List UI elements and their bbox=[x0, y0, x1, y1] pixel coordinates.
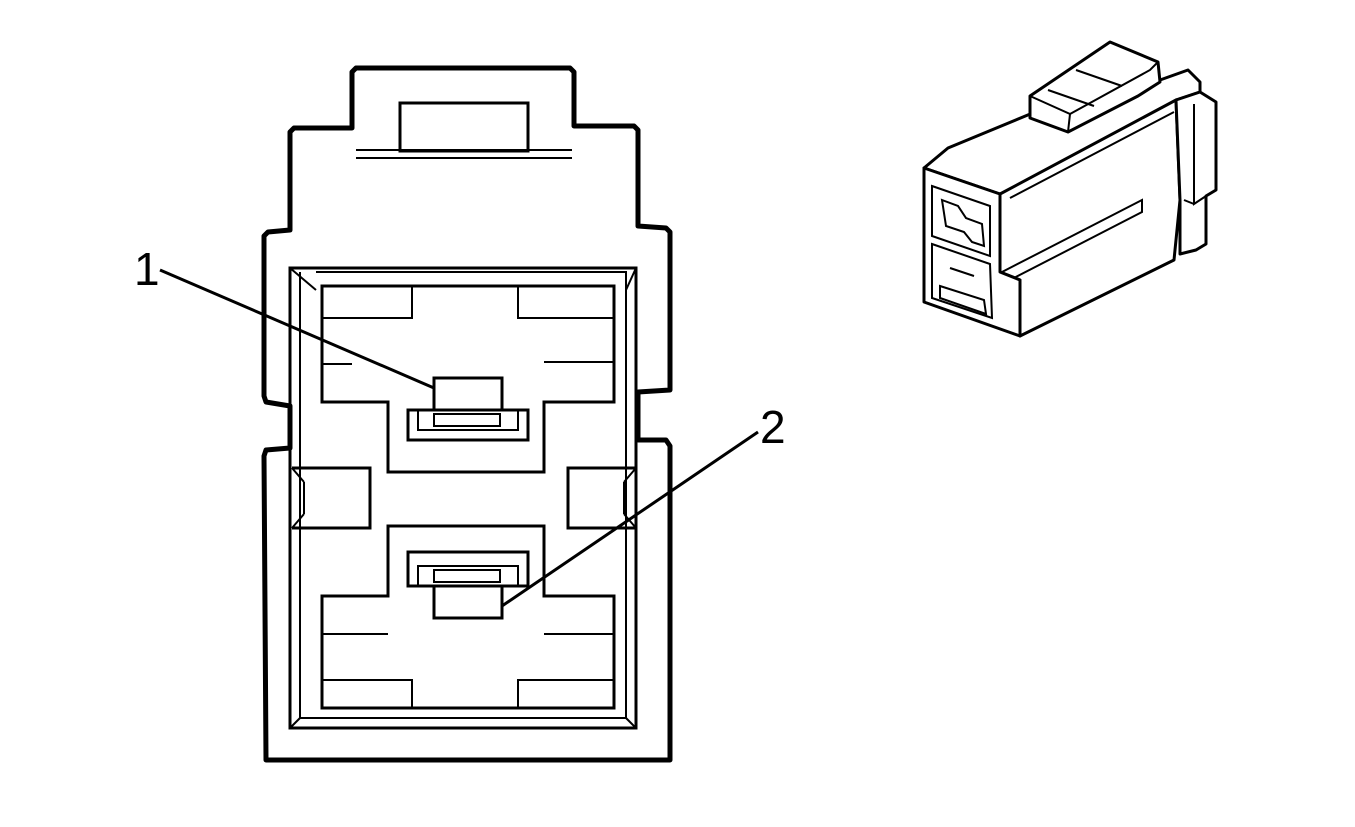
side-keys bbox=[291, 466, 637, 530]
terminal-cavity-1 bbox=[320, 284, 616, 474]
housing-outline bbox=[261, 65, 673, 763]
iso-front-face bbox=[922, 166, 1022, 338]
iso-latch bbox=[1028, 40, 1162, 134]
callout-1-label: 1 bbox=[134, 243, 160, 295]
connector-face-view bbox=[261, 65, 673, 763]
latch-tab bbox=[356, 101, 572, 159]
callout-1-leader bbox=[159, 268, 435, 390]
connector-isometric-view bbox=[922, 40, 1218, 338]
callout-2: 2 bbox=[501, 401, 786, 608]
callout-1: 1 bbox=[134, 243, 435, 390]
iso-side-tab bbox=[1174, 90, 1218, 256]
callout-2-label: 2 bbox=[760, 401, 786, 453]
terminal-cavity-2 bbox=[320, 524, 616, 710]
callout-2-leader bbox=[501, 430, 759, 608]
inner-cavity bbox=[288, 266, 638, 730]
